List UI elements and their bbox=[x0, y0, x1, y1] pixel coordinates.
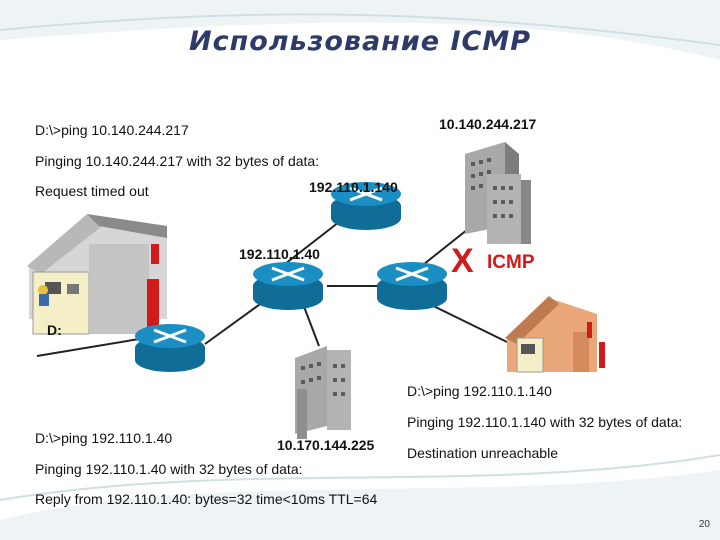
console-bottom-line-3: Reply from 192.110.1.40: bytes=32 time<1… bbox=[35, 491, 378, 507]
server-bottom-icon bbox=[295, 346, 351, 439]
console-bottom-line-1: D:\>ping 192.110.1.40 bbox=[35, 430, 173, 446]
console-right-line-2: Pinging 192.110.1.140 with 32 bytes of d… bbox=[407, 414, 683, 430]
console-bottom-line-2: Pinging 192.110.1.40 with 32 bytes of da… bbox=[35, 461, 303, 477]
server-top-ip-label: 10.140.244.217 bbox=[439, 116, 537, 132]
icmp-label: ICMP bbox=[487, 252, 535, 273]
host-left-label: D: bbox=[47, 322, 62, 338]
page-number: 20 bbox=[698, 519, 710, 530]
server-top-icon bbox=[465, 142, 531, 244]
console-top-line-2: Pinging 10.140.244.217 with 32 bytes of … bbox=[35, 153, 320, 169]
router-top-icon bbox=[331, 182, 401, 230]
network-diagram: D: 10.140.244.217 192.110.1.140 192.11 bbox=[27, 114, 605, 456]
router-mid-icon bbox=[253, 262, 323, 310]
house-left-icon bbox=[27, 214, 167, 335]
console-right-line-3: Destination unreachable bbox=[407, 445, 558, 461]
console-right-line-1: D:\>ping 192.110.1.140 bbox=[407, 383, 552, 399]
house-right-icon bbox=[505, 296, 605, 373]
console-top-line-1: D:\>ping 10.140.244.217 bbox=[35, 122, 189, 138]
icmp-x-mark: X bbox=[451, 242, 474, 280]
router-bottom-left-icon bbox=[135, 324, 205, 372]
router-mid-ip-label: 192.110.1.40 bbox=[239, 246, 320, 262]
console-top-line-3: Request timed out bbox=[35, 183, 149, 199]
router-right-icon bbox=[377, 262, 447, 310]
server-bottom-ip-label: 10.170.144.225 bbox=[277, 437, 375, 453]
slide-title: Использование ICMP bbox=[189, 26, 531, 57]
router-top-ip-label: 192.110.1.140 bbox=[309, 179, 398, 195]
